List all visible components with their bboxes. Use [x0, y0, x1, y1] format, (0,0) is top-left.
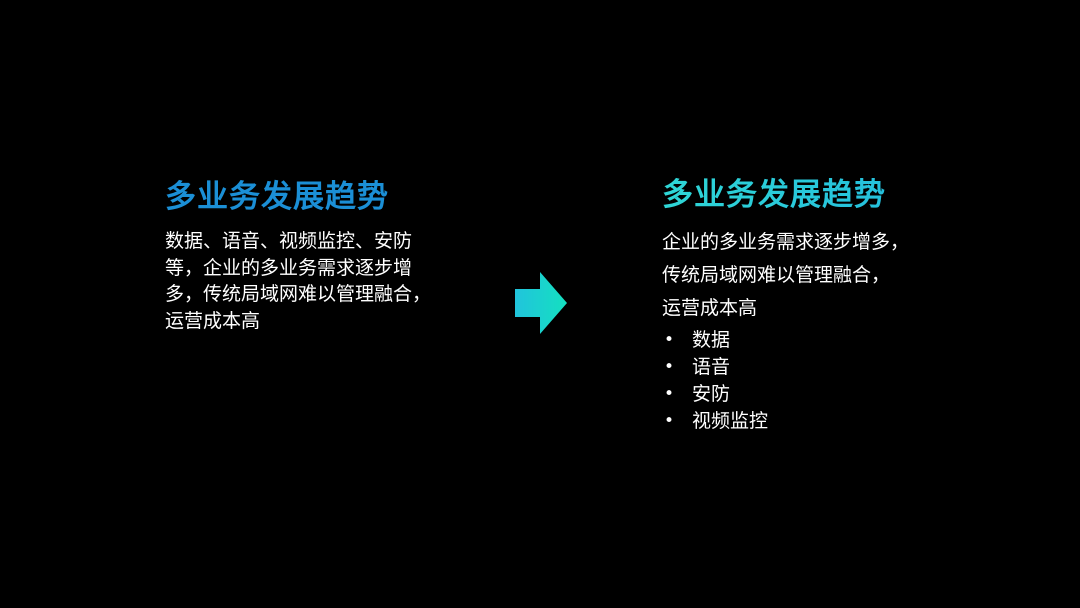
list-item: • 安防	[662, 381, 992, 408]
left-title: 多业务发展趋势	[165, 179, 389, 215]
bullet-label: 视频监控	[692, 410, 769, 432]
bullet-icon: •	[664, 384, 675, 404]
right-body-line: 企业的多业务需求逐步增多，	[662, 231, 910, 253]
right-body-text: 企业的多业务需求逐步增多， 传统局域网难以管理融合， 运营成本高	[662, 226, 992, 325]
list-item: • 数据	[662, 327, 992, 354]
list-item: • 语音	[662, 354, 992, 381]
bullet-label: 安防	[692, 383, 731, 405]
left-body-text: 数据、语音、视频监控、安防等，企业的多业务需求逐步增多，传统局域网难以管理融合，…	[165, 230, 432, 332]
right-body-line: 传统局域网难以管理融合，	[662, 264, 891, 286]
bullet-icon: •	[664, 330, 675, 350]
right-title: 多业务发展趋势	[662, 174, 992, 216]
bullet-icon: •	[664, 357, 675, 377]
right-arrow-icon	[515, 272, 567, 334]
right-bullet-list: • 数据 • 语音 • 安防 • 视频监控	[662, 327, 992, 435]
bullet-icon: •	[664, 411, 675, 431]
right-panel: 多业务发展趋势 企业的多业务需求逐步增多， 传统局域网难以管理融合， 运营成本高…	[662, 174, 992, 435]
bullet-label: 语音	[692, 356, 731, 378]
list-item: • 视频监控	[662, 408, 992, 435]
right-body-line: 运营成本高	[662, 297, 758, 319]
bullet-label: 数据	[692, 329, 731, 351]
left-panel: 多业务发展趋势 数据、语音、视频监控、安防等，企业的多业务需求逐步增多，传统局域…	[165, 176, 455, 334]
